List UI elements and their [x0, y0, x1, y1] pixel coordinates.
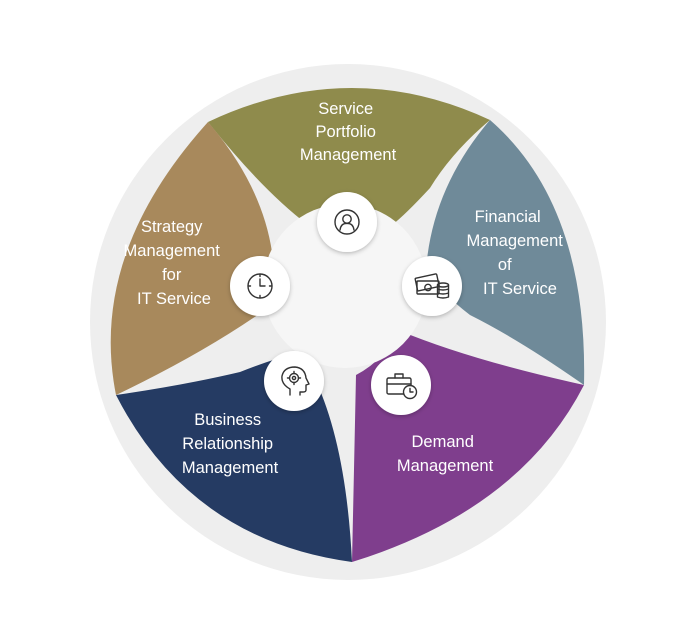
segment-financial — [426, 120, 585, 385]
label-financial-line-2: Management — [467, 232, 564, 250]
badge-business-relationship — [264, 351, 324, 411]
label-business-relationship-line-2: Relationship — [182, 435, 273, 453]
label-strategy-line-1: Strategy — [141, 218, 203, 236]
label-strategy-line-2: Management — [124, 242, 221, 260]
label-financial-line-3: of — [498, 256, 512, 274]
label-service-portfolio: Service Portfolio Management — [300, 100, 397, 164]
segment-service-portfolio — [208, 87, 490, 225]
label-business-relationship-line-3: Management — [182, 459, 279, 477]
head-gear-icon — [281, 366, 310, 396]
label-business-relationship-line-1: Business — [194, 411, 261, 429]
label-demand-line-2: Management — [397, 457, 494, 475]
label-strategy-line-4: IT Service — [137, 290, 211, 308]
label-strategy-line-3: for — [162, 266, 182, 284]
label-service-portfolio-line-2: Portfolio — [315, 123, 376, 141]
badge-strategy — [230, 256, 290, 316]
money-coins-icon — [414, 273, 450, 299]
clock-icon — [247, 273, 273, 299]
label-business-relationship: Business Relationship Management — [182, 411, 279, 477]
label-financial: Financial Management of IT Service — [467, 208, 568, 298]
badge-demand — [371, 355, 431, 415]
badge-financial — [402, 256, 462, 316]
label-financial-line-4: IT Service — [483, 280, 557, 298]
label-demand-line-1: Demand — [412, 433, 474, 451]
label-service-portfolio-line-1: Service — [318, 100, 373, 118]
label-strategy: Strategy Management for IT Service — [124, 218, 225, 308]
label-demand: Demand Management — [397, 433, 494, 475]
segment-strategy — [110, 122, 273, 395]
user-circle-icon — [334, 209, 360, 235]
center-hub — [263, 204, 427, 368]
label-service-portfolio-line-3: Management — [300, 146, 397, 164]
badge-service-portfolio — [317, 192, 377, 252]
label-financial-line-1: Financial — [475, 208, 541, 226]
briefcase-clock-icon — [386, 373, 418, 400]
